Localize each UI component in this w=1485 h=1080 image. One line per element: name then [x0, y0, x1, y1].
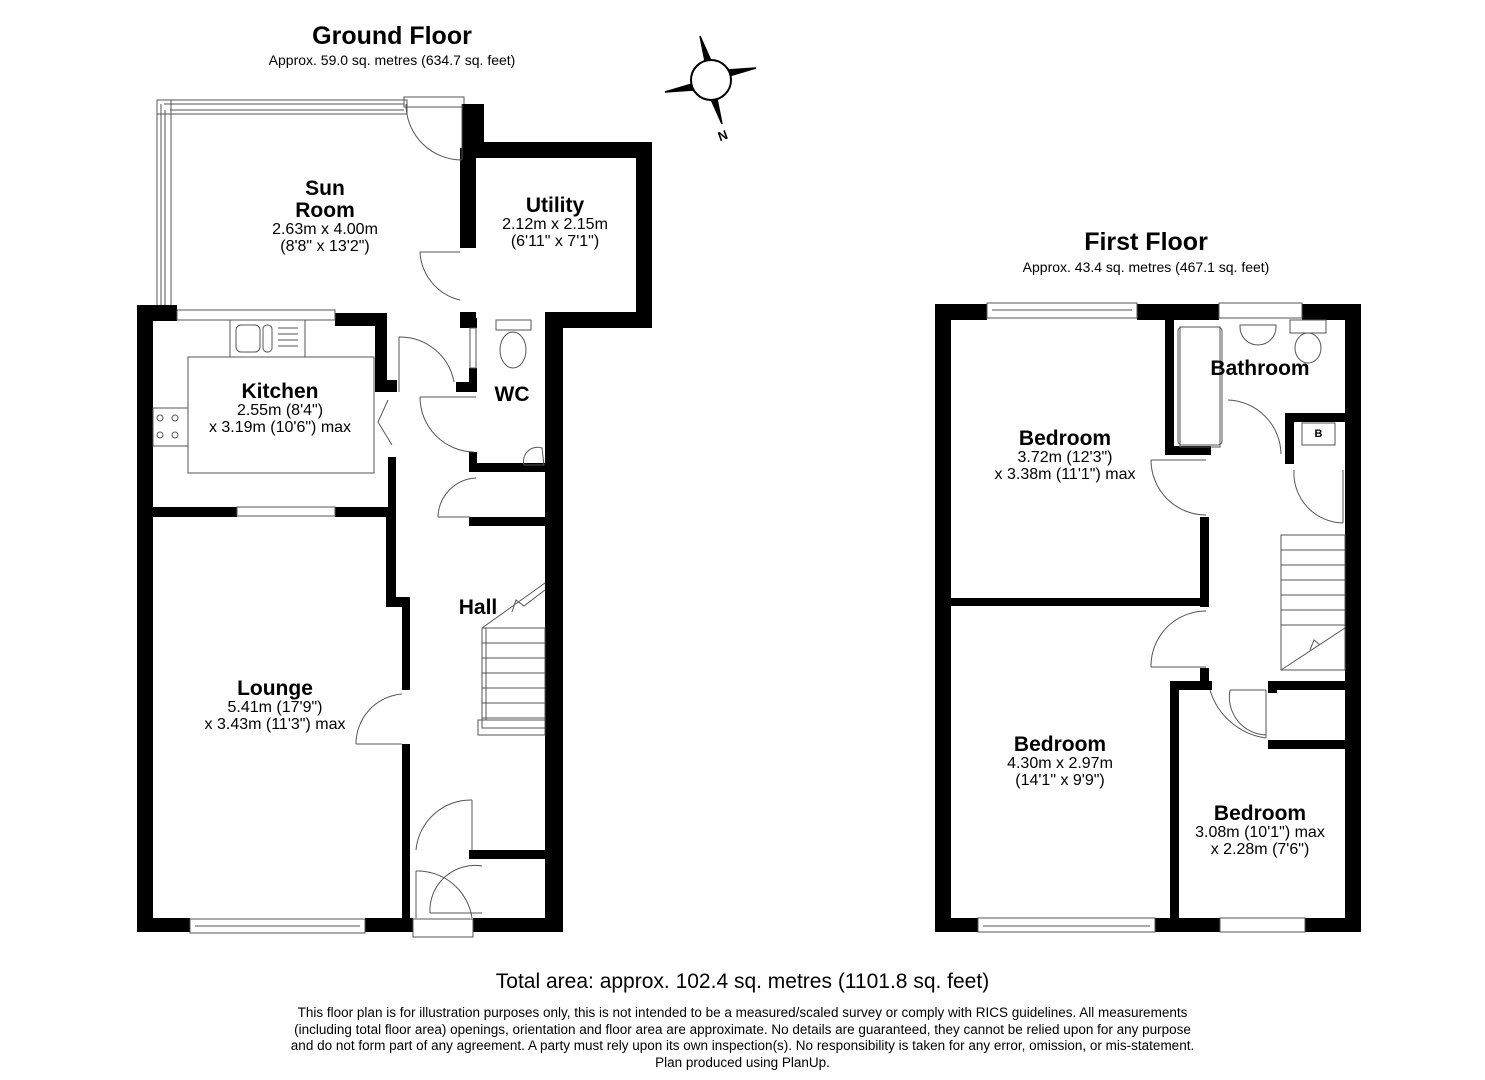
room-dimensions-1: 5.41m (17'9"): [227, 699, 323, 717]
room-wc: WC: [480, 383, 544, 406]
disclaimer-line: Plan produced using PlanUp.: [655, 1054, 830, 1070]
room-dimensions-imperial: (8'8" x 13'2"): [280, 237, 370, 255]
ground-fixtures: [152, 319, 546, 736]
first-floor-title: First Floor: [1084, 228, 1208, 256]
disclaimer-line: This floor plan is for illustration purp…: [297, 1005, 1188, 1020]
room-dimensions-1: 2.55m (8'4"): [236, 402, 324, 420]
room-dimensions-metric: 4.30m x 2.97m: [1007, 755, 1113, 773]
room-dimensions-metric: 2.12m x 2.15m: [502, 216, 608, 234]
first-floor-area: Approx. 43.4 sq. metres (467.1 sq. feet): [1022, 259, 1270, 275]
ground-floor-doors: [355, 103, 483, 919]
room-lounge: Lounge 5.41m (17'9") x 3.43m (11'3") max: [175, 677, 375, 734]
room-name: Hall: [458, 596, 498, 619]
ground-floor-plan: [137, 96, 652, 938]
boiler-label: B: [1314, 428, 1323, 440]
room-bedroom-2: Bedroom 4.30m x 2.97m (14'1" x 9'9"): [975, 733, 1145, 790]
room-name: Utility: [525, 194, 585, 217]
room-bedroom-3: Bedroom 3.08m (10'1") max x 2.28m (7'6"): [1180, 802, 1340, 859]
room-dimensions-2: x 3.43m (11'3") max: [204, 715, 346, 733]
disclaimer-line: and do not form part of any agreement. A…: [290, 1038, 1195, 1053]
compass-icon: [664, 35, 757, 125]
room-name: Bedroom: [1013, 733, 1107, 756]
room-bathroom: Bathroom: [1195, 357, 1325, 380]
room-name: Room: [295, 199, 355, 223]
room-dimensions-metric: 2.63m x 4.00m: [272, 221, 378, 239]
room-name: Bedroom: [1213, 802, 1307, 825]
room-bedroom-1: Bedroom 3.72m (12'3") x 3.38m (11'1") ma…: [965, 427, 1165, 484]
first-floor-doors: [1150, 399, 1344, 739]
disclaimer-line: (including total floor area) openings, o…: [294, 1021, 1191, 1037]
room-dimensions-1: 3.72m (12'3"): [1017, 449, 1113, 467]
ground-windows: [176, 309, 477, 938]
room-sun-room: Sun Room 2.63m x 4.00m (8'8" x 13'2"): [245, 177, 405, 256]
room-dimensions-2: x 3.38m (11'1") max: [994, 465, 1136, 483]
room-name: Lounge: [237, 677, 313, 700]
first-fixtures: [1177, 319, 1346, 671]
room-utility: Utility 2.12m x 2.15m (6'11" x 7'1"): [480, 194, 630, 251]
room-name: Kitchen: [241, 380, 319, 403]
total-area: Total area: approx. 102.4 sq. metres (11…: [495, 970, 990, 993]
room-dimensions-2: x 3.19m (10'6") max: [208, 418, 352, 436]
room-name: Sun: [305, 177, 345, 200]
room-dimensions-imperial: (14'1" x 9'9"): [1015, 771, 1105, 789]
room-dimensions-imperial: (6'11" x 7'1"): [510, 232, 600, 250]
room-dimensions-2: x 2.28m (7'6"): [1210, 840, 1310, 858]
room-dimensions-1: 3.08m (10'1") max: [1195, 824, 1325, 842]
ground-floor-area: Approx. 59.0 sq. metres (634.7 sq. feet): [268, 52, 516, 68]
room-name: Bedroom: [1018, 427, 1112, 450]
ground-floor-title: Ground Floor: [312, 22, 472, 50]
first-floor-plan: [935, 302, 1361, 933]
room-hall: Hall: [448, 596, 508, 619]
room-name: WC: [494, 383, 530, 406]
room-kitchen: Kitchen 2.55m (8'4") x 3.19m (10'6") max: [180, 380, 380, 437]
room-name: Bathroom: [1210, 357, 1310, 380]
disclaimer: This floor plan is for illustration purp…: [0, 1005, 1485, 1071]
